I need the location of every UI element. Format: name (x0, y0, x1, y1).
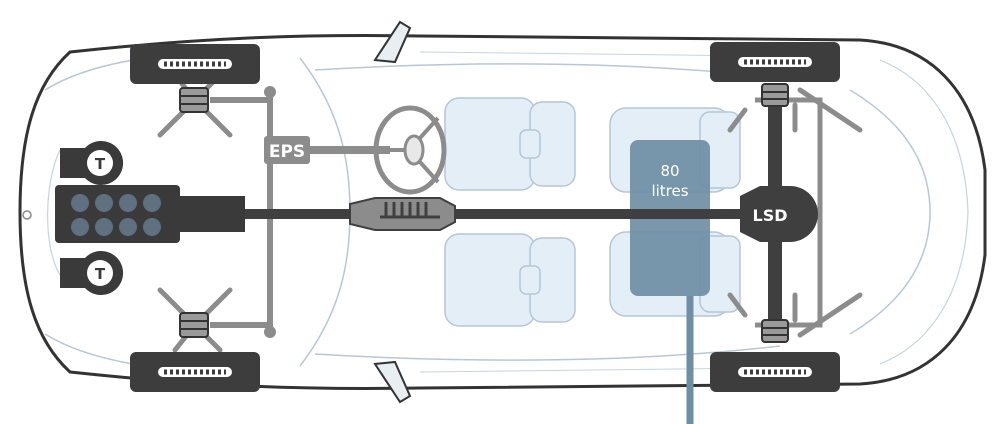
front-right-seat (444, 233, 576, 327)
fuel-capacity-unit: litres (651, 182, 688, 200)
turbo-bottom: T (60, 251, 124, 296)
rear-left-wheel (710, 42, 840, 82)
front-right-wheel (130, 352, 260, 392)
fuel-capacity-value: 80 (660, 162, 679, 180)
turbo-top: T (60, 141, 124, 185)
rear-right-wheel (710, 352, 840, 392)
engine (55, 185, 245, 243)
cylinders (71, 194, 161, 236)
lsd-label: LSD (753, 206, 788, 225)
rear-axle: LSD (727, 83, 863, 343)
eps-label: EPS (269, 142, 305, 162)
rear-springs (761, 83, 789, 343)
right-mirror (373, 360, 412, 404)
front-springs (179, 87, 209, 338)
turbo-bottom-label: T (95, 265, 106, 283)
lsd-differential (740, 186, 818, 242)
left-mirror (373, 20, 412, 64)
eps-unit (264, 136, 310, 164)
turbo-top-label: T (95, 155, 106, 173)
wheels (130, 42, 840, 392)
front-left-seat (444, 97, 576, 191)
front-left-wheel (130, 44, 260, 84)
steering-wheel-icon (373, 105, 447, 195)
drivetrain (245, 197, 740, 231)
